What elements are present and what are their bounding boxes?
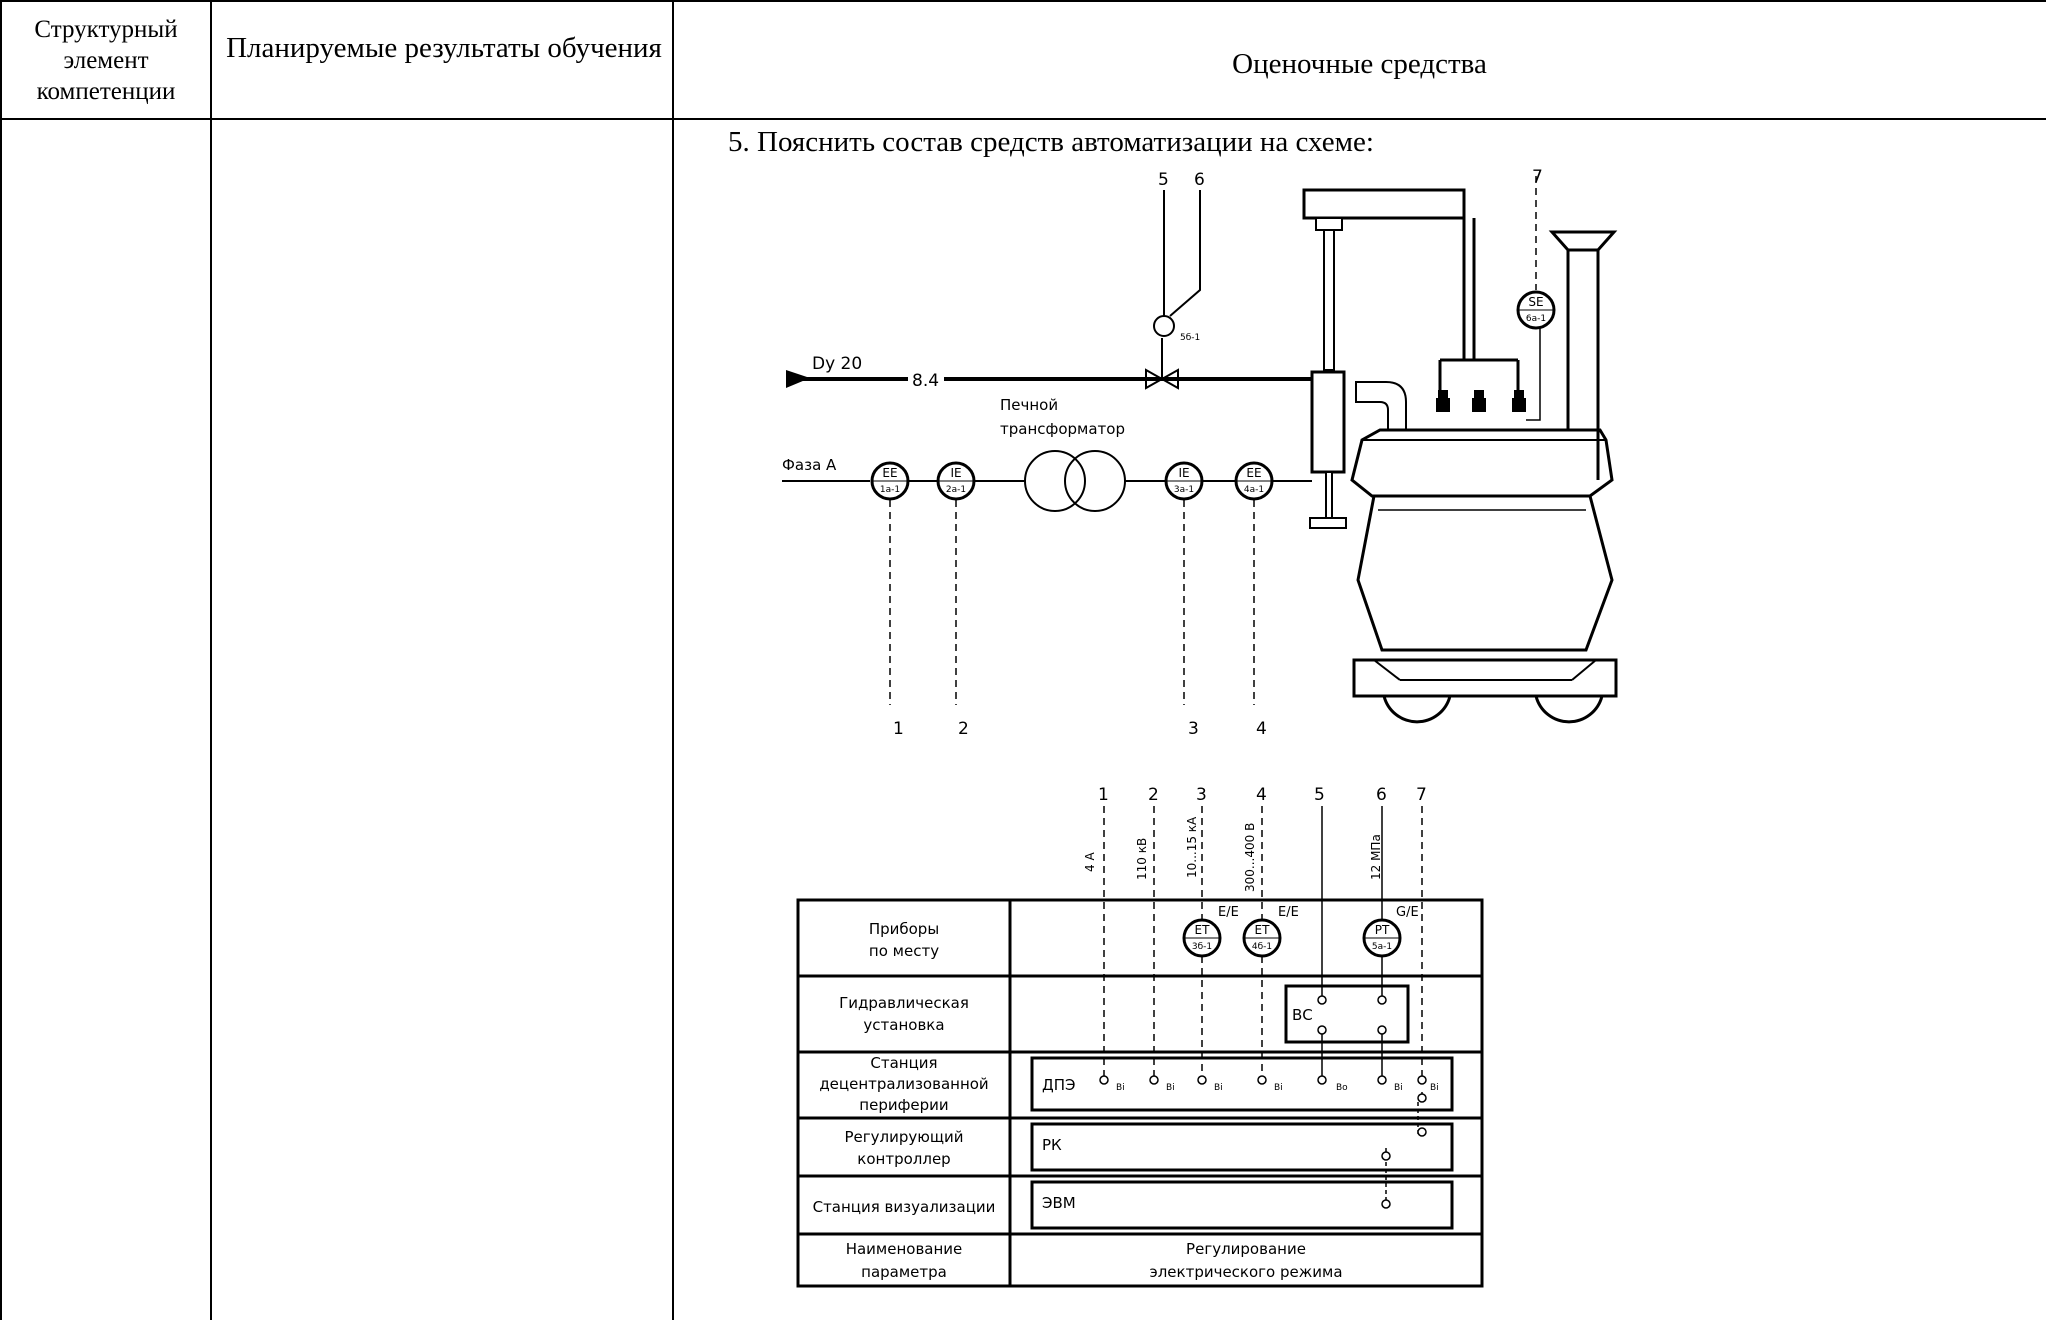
- column-value-4: 300...400 В: [1243, 823, 1257, 892]
- furnace-body: [1356, 494, 1614, 652]
- signal-bi-3: Bi: [1214, 1083, 1223, 1093]
- column-number-7: 7: [1416, 785, 1427, 805]
- row-label-controller-2: контроллер: [857, 1150, 950, 1168]
- header-assessment-tools: Оценочные средства: [1232, 48, 1487, 80]
- row-label-visualization: Станция визуализации: [813, 1198, 996, 1216]
- signal-bi-4: Bi: [1274, 1083, 1283, 1093]
- row-label-station-3: периферии: [859, 1096, 948, 1114]
- parameter-name-1: Регулирование: [1186, 1240, 1306, 1258]
- hydraulic-unit-box: [1284, 984, 1410, 1044]
- instrument-ee-4-tag: 4a-1: [1244, 485, 1264, 495]
- functional-diagram-frame: [796, 898, 1484, 1288]
- valve-icon: [1145, 368, 1165, 390]
- instrument-se-6-tag: 6a-1: [1526, 314, 1546, 324]
- line-number-5: 5: [1158, 170, 1169, 190]
- row-label-parameter-2: параметра: [861, 1263, 947, 1281]
- station-box-label: ДПЭ: [1042, 1076, 1075, 1094]
- computer-box-label: ЭВМ: [1042, 1194, 1076, 1212]
- signal-bi-7: Bi: [1430, 1083, 1439, 1093]
- instrument-ie-2-code: IE: [950, 466, 961, 480]
- line-number-3: 3: [1188, 719, 1199, 739]
- signal-bo-5: Bo: [1336, 1083, 1348, 1093]
- phase-label: Фаза A: [782, 456, 837, 474]
- valve-actuator-icon: [1153, 315, 1175, 337]
- hydraulic-cylinder: [1310, 370, 1346, 474]
- signal-bi-1: Bi: [1116, 1083, 1125, 1093]
- instrument-ee-4-code: EE: [1246, 466, 1261, 480]
- column-number-1: 1: [1098, 785, 1109, 805]
- instrument-ee-1-code: EE: [882, 466, 897, 480]
- transformer-icon: [1024, 450, 1086, 512]
- column-number-2: 2: [1148, 785, 1159, 805]
- line-number-7: 7: [1532, 167, 1543, 187]
- table-column-divider-2: [672, 0, 674, 1320]
- instrument-et-4-tag: 4б-1: [1252, 942, 1272, 952]
- instrument-ie-2-tag: 2a-1: [946, 485, 966, 495]
- column-number-5: 5: [1314, 785, 1325, 805]
- parameter-name-2: электрического режима: [1149, 1263, 1342, 1281]
- line-number-1: 1: [893, 719, 904, 739]
- hydraulic-unit-label: ВС: [1292, 1006, 1313, 1024]
- signal-bi-2: Bi: [1166, 1083, 1175, 1093]
- pipe-size-label: Dy 20: [812, 354, 862, 374]
- row-label-hydraulic-1: Гидравлическая: [839, 994, 969, 1012]
- instrument-ee-1-tag: 1a-1: [880, 485, 900, 495]
- exhaust-stack: [1548, 230, 1618, 252]
- line-number-4: 4: [1256, 719, 1267, 739]
- row-label-parameter-1: Наименование: [846, 1240, 963, 1258]
- column-number-3: 3: [1196, 785, 1207, 805]
- instrument-et-3-ratio: E/E: [1218, 905, 1239, 920]
- row-label-hydraulic-2: установка: [863, 1016, 944, 1034]
- instrument-ie-3-tag: 3a-1: [1174, 485, 1194, 495]
- column-number-4: 4: [1256, 785, 1267, 805]
- column-value-1: 4 A: [1083, 852, 1097, 872]
- header-planned-results: Планируемые результаты обучения: [226, 32, 662, 64]
- header-structural-element: Структурный элемент компетенции: [34, 16, 178, 105]
- instrument-et-4-ratio: E/E: [1278, 905, 1299, 920]
- instrument-et-3-tag: 3б-1: [1192, 942, 1212, 952]
- transformer-label-1: Печной: [1000, 396, 1058, 414]
- line-number-2: 2: [958, 719, 969, 739]
- valve-tag: 5б-1: [1180, 333, 1200, 343]
- station-box: [1030, 1056, 1454, 1112]
- table-left-border: [0, 0, 2, 1320]
- pipe-number-label: 8.4: [912, 371, 939, 391]
- controller-box-label: РК: [1042, 1136, 1062, 1154]
- instrument-pt-5-ratio: G/E: [1396, 905, 1419, 920]
- instrument-et-4-code: ET: [1255, 923, 1271, 937]
- row-label-station-1: Станция: [870, 1054, 937, 1072]
- table-column-divider-1: [210, 0, 212, 1320]
- column-number-6: 6: [1376, 785, 1387, 805]
- instrument-pt-5-tag: 5a-1: [1372, 942, 1392, 952]
- computer-box: [1030, 1180, 1454, 1230]
- line-number-6: 6: [1194, 170, 1205, 190]
- cart-wheel-icon: [1382, 695, 1452, 724]
- column-value-2: 110 кВ: [1135, 838, 1149, 880]
- furnace-cart: [1352, 658, 1618, 698]
- transformer-label-2: трансформатор: [1000, 420, 1125, 438]
- table-header-divider: [0, 118, 2046, 120]
- column-value-3: 10...15 кА: [1185, 816, 1199, 878]
- table-top-border: [0, 0, 2046, 2]
- instrument-et-3-code: ET: [1195, 923, 1211, 937]
- signal-bi-6: Bi: [1394, 1083, 1403, 1093]
- row-label-local-2: по месту: [869, 942, 939, 960]
- instrument-ie-3-code: IE: [1178, 466, 1189, 480]
- electrode-column: [1323, 229, 1335, 371]
- instrument-pt-5-code: PT: [1375, 923, 1390, 937]
- question-text: 5. Пояснить состав средств автоматизации…: [728, 126, 1374, 158]
- controller-box: [1030, 1122, 1454, 1172]
- electrode-holder-arm: [1302, 188, 1466, 220]
- row-label-station-2: децентрализованной: [819, 1075, 988, 1093]
- row-label-controller-1: Регулирующий: [844, 1128, 963, 1146]
- column-value-5: 12 МПа: [1369, 834, 1383, 880]
- row-label-local-1: Приборы: [869, 920, 939, 938]
- instrument-se-6-code: SE: [1528, 295, 1543, 309]
